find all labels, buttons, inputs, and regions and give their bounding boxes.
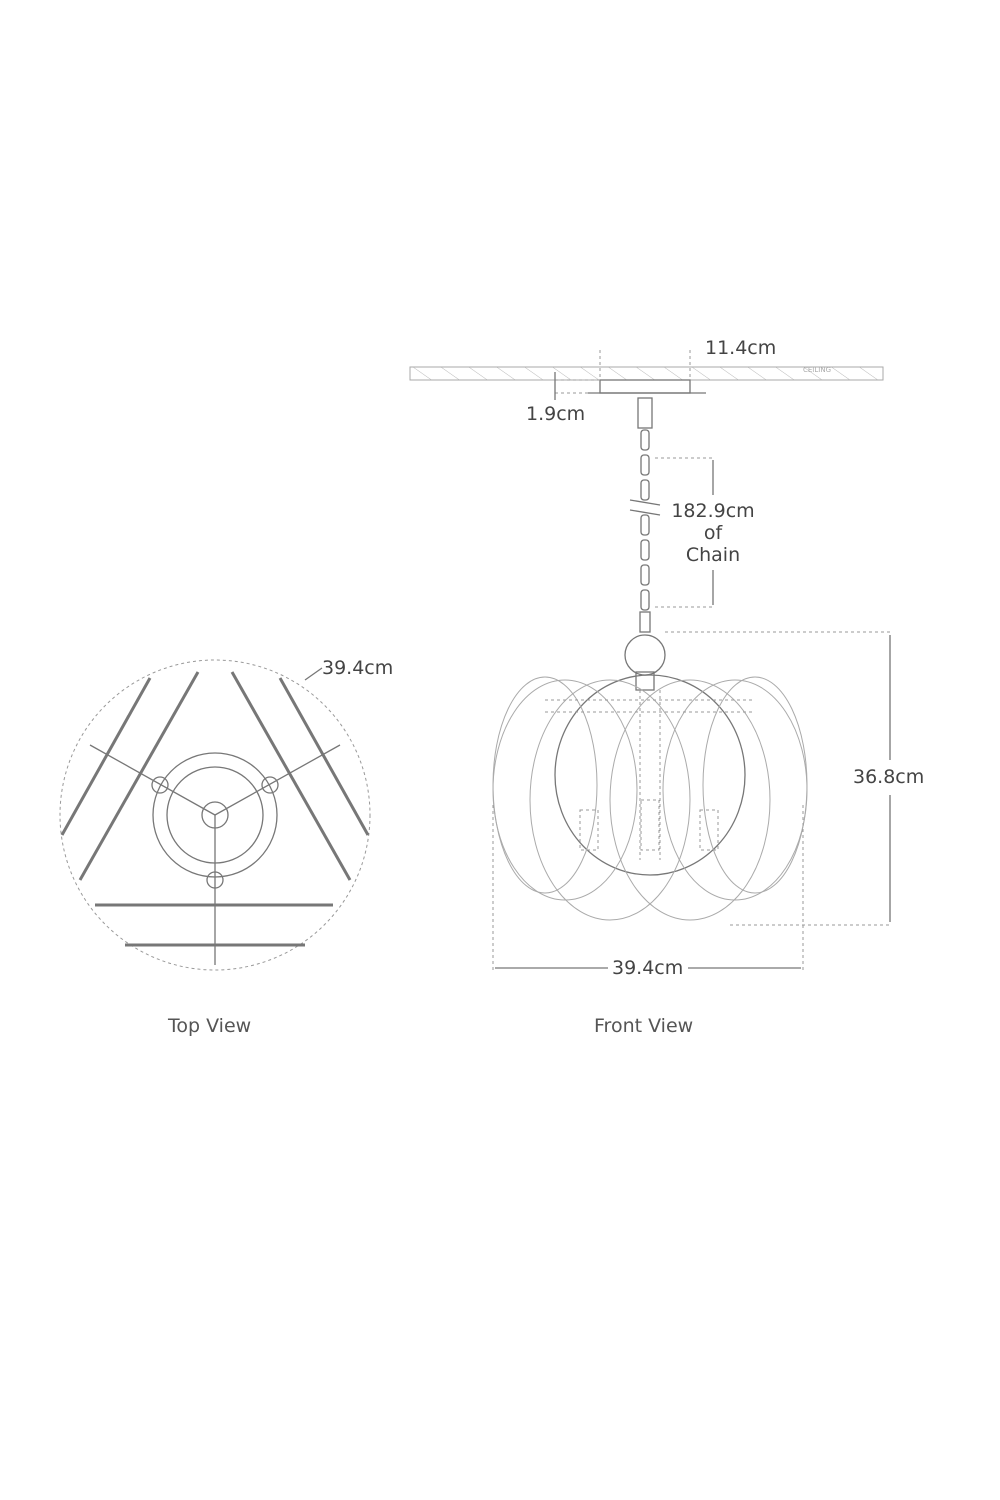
top-view-drawing (59, 659, 371, 971)
chain-length-label: 182.9cm of Chain (668, 500, 758, 566)
top-view-discs (60, 671, 370, 947)
front-view-drawing (409, 350, 892, 970)
top-view-caption: Top View (168, 1015, 252, 1037)
canopy-height-label: 1.9cm (526, 403, 586, 425)
shade-discs (492, 674, 808, 921)
candle-sockets (545, 690, 755, 860)
ceiling-label: CEILING (803, 366, 831, 374)
top-view-hub (201, 801, 229, 829)
chain-text: Chain (685, 544, 741, 566)
top-view-ring (152, 752, 278, 878)
width-label: 39.4cm (612, 957, 684, 979)
diameter-leader (304, 667, 323, 681)
chain (629, 397, 661, 633)
canopy (599, 379, 691, 394)
top-view-outline (59, 659, 371, 971)
canopy-width-label: 11.4cm (705, 337, 777, 359)
top-view-arms (89, 744, 341, 965)
front-view-caption: Front View (594, 1015, 694, 1037)
chain-of-text: of (703, 522, 723, 544)
chain-length-value: 182.9cm (671, 500, 755, 522)
height-label: 36.8cm (853, 766, 925, 788)
loop-ring (624, 634, 666, 676)
top-view-diameter-label: 39.4cm (322, 657, 394, 679)
